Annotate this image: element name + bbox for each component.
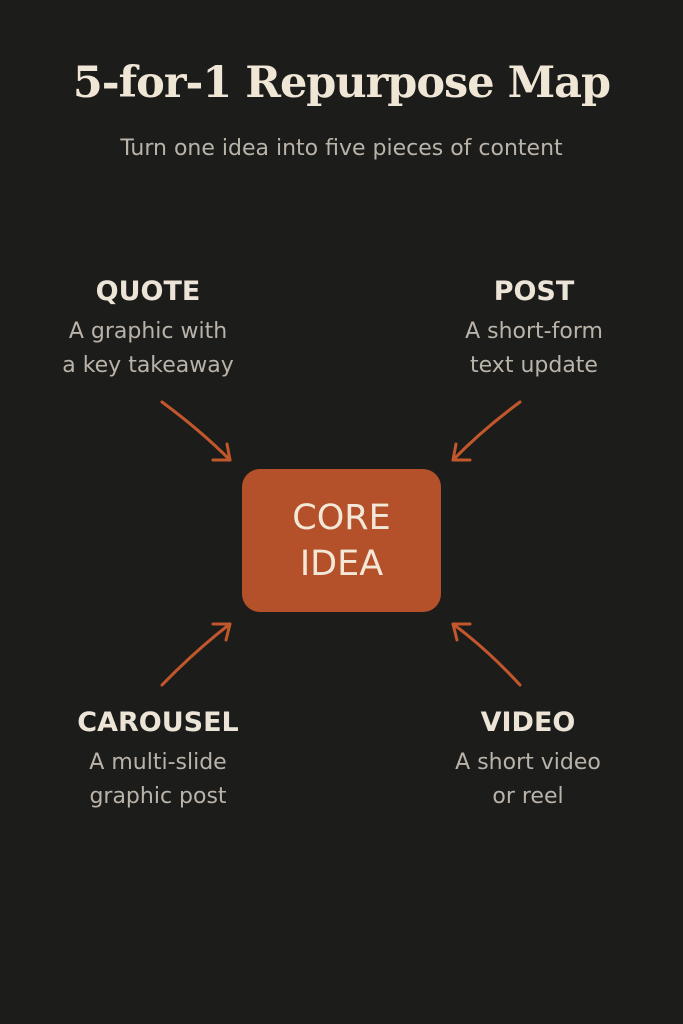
node-heading: QUOTE: [95, 276, 201, 307]
core-line: CORE: [292, 497, 391, 538]
arrow-post-icon: [451, 400, 522, 462]
node-video: VIDEO A short video or reel: [398, 707, 658, 814]
node-desc-line: A graphic with: [68, 319, 228, 344]
node-heading: POST: [493, 276, 575, 307]
node-heading: CAROUSEL: [77, 707, 239, 738]
node-post: POST A short-form text update: [404, 276, 664, 383]
node-quote: QUOTE A graphic with a key takeaway: [18, 276, 278, 383]
arrow-quote-icon: [160, 400, 232, 462]
core-line: IDEA: [299, 543, 384, 584]
node-desc-line: A short video: [455, 750, 601, 775]
node-desc-line: graphic post: [89, 784, 227, 809]
node-carousel: CAROUSEL A multi-slide graphic post: [28, 707, 288, 814]
node-desc-line: or reel: [492, 784, 564, 809]
node-desc-line: text update: [470, 353, 598, 378]
node-desc-line: a key takeaway: [62, 353, 234, 378]
page-title: 5-for-1 Repurpose Map: [72, 58, 611, 108]
arrow-carousel-icon: [160, 622, 232, 687]
core-idea-box: CORE IDEA: [242, 469, 441, 612]
node-desc-line: A multi-slide: [89, 750, 227, 775]
node-heading: VIDEO: [480, 707, 576, 738]
arrow-video-icon: [451, 622, 522, 687]
node-desc-line: A short-form: [465, 319, 603, 344]
page-subtitle: Turn one idea into five pieces of conten…: [120, 136, 563, 161]
